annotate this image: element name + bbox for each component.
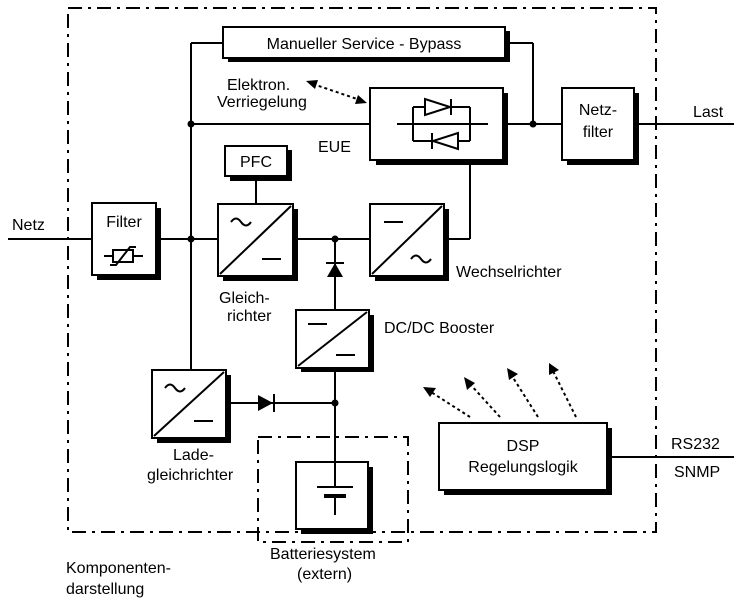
interlock-label-line1: Elektron. [227, 77, 290, 94]
battery-system-boundary [257, 436, 409, 543]
battery-block [295, 461, 373, 534]
interlock-arrow-icon [306, 80, 367, 104]
netzfilter-label-line2: filter [583, 124, 614, 141]
dsp-block: DSP Regelungslogik [438, 422, 612, 495]
snmp-label: SNMP [674, 464, 720, 481]
varistor-icon [104, 246, 143, 266]
control-signal-arrows-icon [423, 363, 577, 418]
junction-dots [187, 120, 537, 407]
inverter-block [369, 203, 449, 281]
booster-label: DC/DC Booster [384, 320, 495, 337]
eue-block [369, 87, 508, 165]
antiparallel-thyristor-icon [397, 97, 488, 151]
eue-label: EUE [318, 139, 351, 156]
netzfilter-block: Netz- filter [561, 87, 639, 165]
ac-dc-converter-icon [219, 205, 292, 275]
last-label: Last [693, 104, 724, 121]
battery-icon [317, 462, 353, 515]
diode-charger-icon [258, 394, 275, 412]
komponenten-label-line1: Komponenten- [66, 560, 171, 577]
charger-label-line2: gleichrichter [147, 467, 234, 484]
pfc-label: PFC [240, 154, 272, 171]
rectifier-label-line2: richter [227, 308, 272, 325]
filter-block: Filter [91, 202, 161, 280]
dsp-label-line1: DSP [507, 438, 540, 455]
ac-dc-converter-icon [153, 371, 225, 437]
rectifier-label-line1: Gleich- [219, 290, 270, 307]
battery-label-line1: Batteriesystem [270, 546, 376, 563]
netzfilter-label-line1: Netz- [579, 102, 617, 119]
dsp-label-line2: Regelungslogik [468, 459, 578, 476]
komponenten-label-line2: darstellung [66, 581, 144, 598]
filter-label: Filter [106, 214, 142, 231]
booster-block [295, 309, 374, 372]
pfc-block: PFC [224, 145, 292, 181]
dc-dc-converter-icon [297, 311, 368, 367]
bypass-block: Manueller Service - Bypass [222, 26, 510, 62]
interlock-label-line2: Verriegelung [217, 94, 307, 111]
dc-ac-converter-icon [371, 205, 443, 275]
rs232-label: RS232 [671, 436, 720, 453]
charger-block [151, 369, 231, 443]
diode-booster-icon [326, 262, 344, 277]
netz-label: Netz [12, 217, 45, 234]
battery-label-line2: (extern) [297, 566, 352, 583]
rectifier-block [217, 203, 298, 281]
bypass-label: Manueller Service - Bypass [267, 36, 462, 53]
inverter-label: Wechselrichter [456, 264, 562, 281]
charger-label-line1: Lade- [173, 447, 214, 464]
